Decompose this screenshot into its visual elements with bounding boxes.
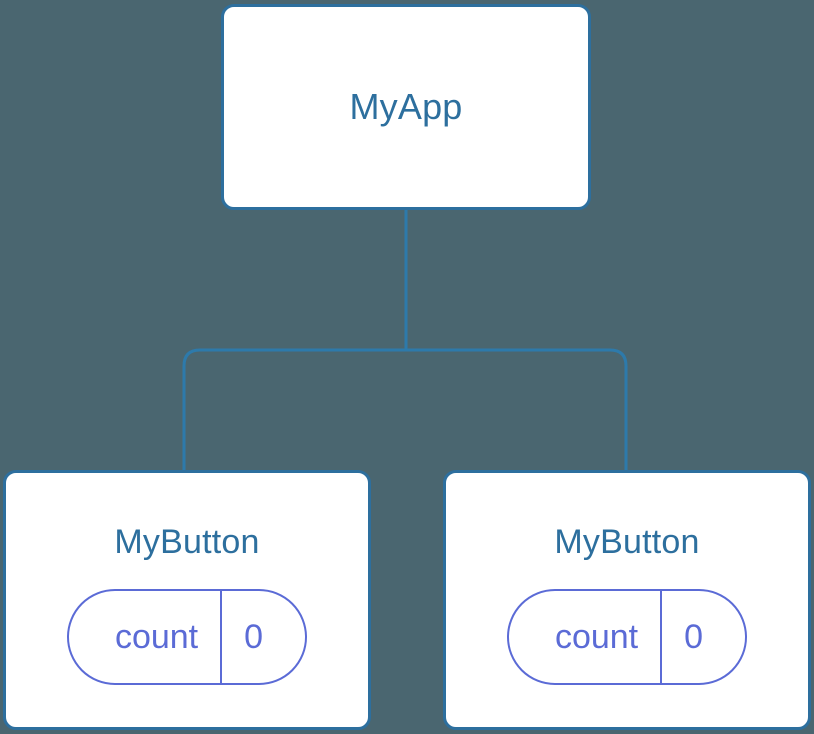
node-mybutton-2[interactable]: MyButton count 0 — [443, 470, 811, 730]
state-pill-value: 0 — [684, 618, 704, 656]
state-pill[interactable]: count 0 — [506, 589, 748, 685]
edge-to-child-right — [406, 348, 628, 472]
node-myapp[interactable]: MyApp — [221, 4, 591, 210]
state-pill[interactable]: count 0 — [66, 589, 308, 685]
state-pill-divider — [660, 591, 663, 683]
state-pill-key: count — [554, 618, 639, 656]
state-pill-divider — [220, 591, 223, 683]
state-pill-key: count — [114, 618, 199, 656]
node-mybutton-1[interactable]: MyButton count 0 — [3, 470, 371, 730]
node-title: MyApp — [349, 86, 463, 127]
edge-to-child-left — [182, 348, 406, 472]
node-title: MyButton — [554, 523, 700, 561]
state-pill-value: 0 — [244, 618, 264, 656]
node-title: MyButton — [114, 523, 260, 561]
